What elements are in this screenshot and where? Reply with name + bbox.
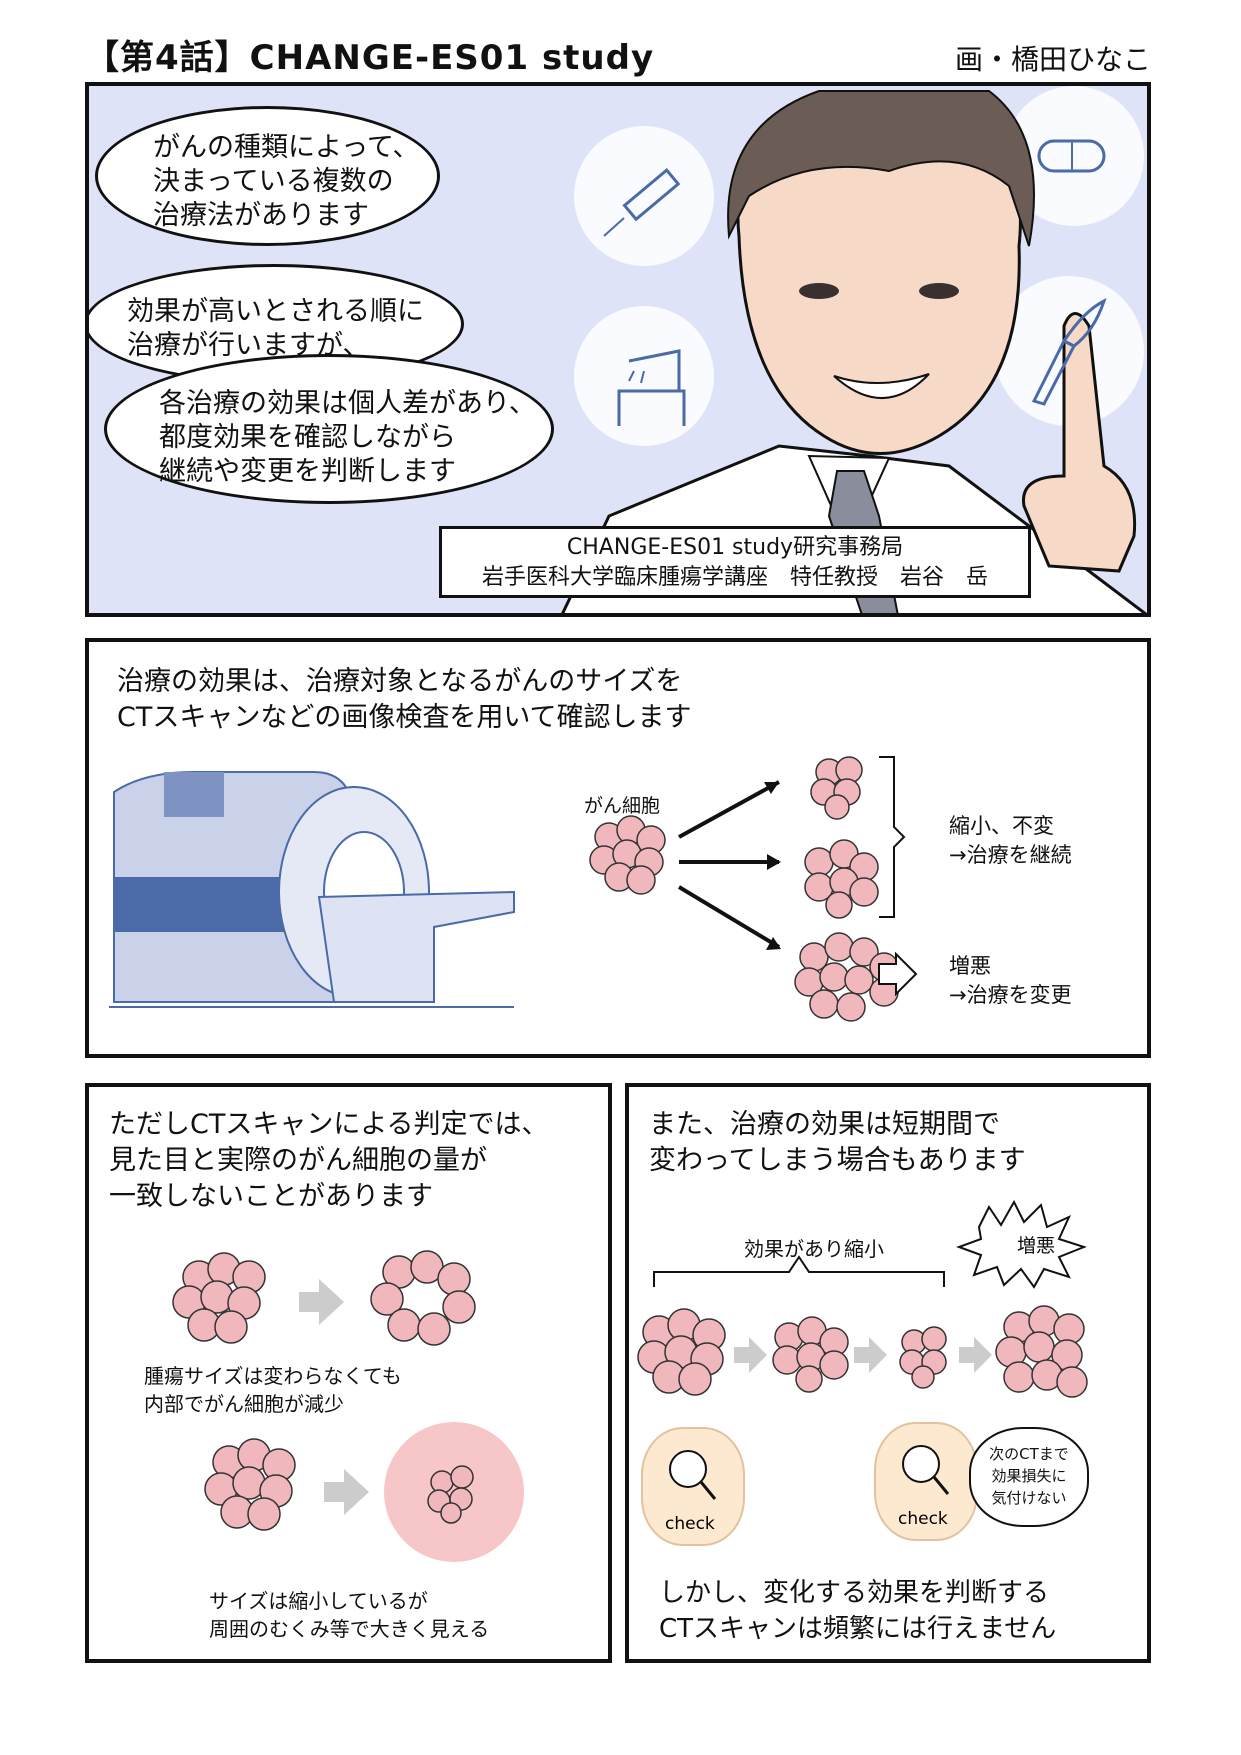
shrink-label: 縮小、不変→治療を継続 bbox=[949, 814, 1072, 867]
magnifier-icon: check bbox=[665, 1450, 717, 1534]
note-internal-decrease: 腫瘍サイズは変わらなくても内部でがん細胞が減少 bbox=[144, 1364, 402, 1416]
ct-scanner-illustration bbox=[109, 771, 515, 1008]
cancer-cell-label: がん細胞 bbox=[584, 795, 661, 817]
note-swelling: サイズは縮小しているが周囲のむくみ等で大きく見える bbox=[209, 1589, 490, 1641]
artist-credit: 画・橋田ひなこ bbox=[954, 43, 1151, 76]
check-label-1: check bbox=[665, 1514, 715, 1534]
speech-bubble-3: 各治療の効果は個人差があり、都度効果を確認しながら継続や変更を判断します bbox=[104, 354, 554, 504]
bracket-and-arrow bbox=[878, 756, 918, 997]
shower-icon bbox=[617, 349, 686, 426]
author-caption: CHANGE-ES01 study研究事務局岩手医科大学臨床腫瘍学講座 特任教授… bbox=[439, 526, 1031, 598]
panel-timeline: また、治療の効果は短期間で変わってしまう場合もあります 効果があり縮小 bbox=[625, 1083, 1151, 1663]
effect-shrink-label: 効果があり縮小 bbox=[744, 1237, 884, 1261]
panel-measurement: ただしCTスキャンによる判定では、見た目と実際のがん細胞の量が一致しないことがあ… bbox=[85, 1083, 612, 1663]
worsen-label: 増悪→治療を変更 bbox=[949, 954, 1072, 1007]
check-label-2: check bbox=[898, 1509, 948, 1529]
missed-bubble: 次のCTまで効果損失に気付けない bbox=[969, 1427, 1089, 1527]
cell-outcome-diagram bbox=[589, 780, 781, 950]
panel-doctor: がんの種類によって、決まっている複数の治療法があります 効果が高いとされる順に治… bbox=[85, 82, 1151, 617]
magnifier-icon: check bbox=[898, 1445, 950, 1529]
cell-cluster-origin bbox=[589, 815, 666, 895]
check-bubble-2: check bbox=[874, 1422, 978, 1541]
burst-worsen-label: 増悪 bbox=[1017, 1235, 1056, 1257]
scalpel-icon bbox=[1031, 298, 1107, 406]
panel4-text: また、治療の効果は短期間で変わってしまう場合もあります bbox=[649, 1109, 1026, 1176]
check-bubble-1: check bbox=[641, 1427, 745, 1546]
panel3-text: ただしCTスキャンによる判定では、見た目と実際のがん細胞の量が一致しないことがあ… bbox=[109, 1109, 549, 1212]
speech-bubble-1: がんの種類によって、決まっている複数の治療法があります bbox=[95, 106, 440, 246]
syringe-icon bbox=[603, 167, 681, 237]
panel3-illustration bbox=[172, 1250, 524, 1562]
pill-icon bbox=[1037, 139, 1106, 173]
page-title: 【第4話】CHANGE-ES01 study bbox=[85, 38, 655, 78]
panel4-illustration bbox=[637, 1199, 1088, 1398]
